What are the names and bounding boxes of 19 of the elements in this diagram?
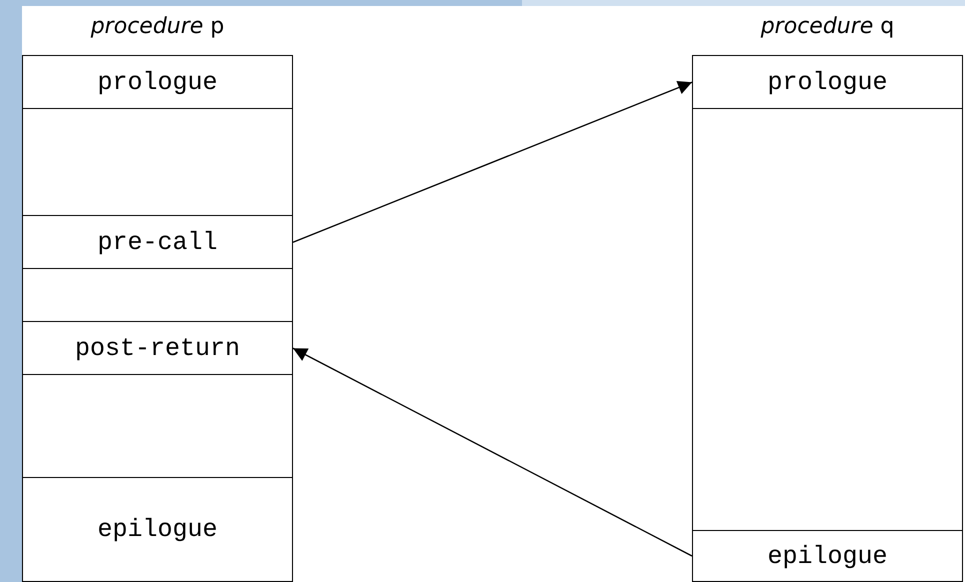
frame-section	[22, 215, 293, 270]
section-label: pre-call	[97, 228, 218, 257]
section-label: prologue	[97, 68, 218, 97]
column-heading: procedure q	[760, 14, 896, 39]
frame-section	[692, 55, 963, 110]
arrow	[292, 348, 692, 557]
frame-section	[22, 55, 293, 110]
empty-section	[22, 374, 293, 478]
section-label: prologue	[767, 68, 888, 97]
frame-section	[692, 530, 963, 582]
frame-section	[22, 477, 293, 582]
arrow	[292, 80, 692, 243]
section-label: post-return	[74, 334, 240, 363]
column-heading: procedure p	[90, 14, 226, 39]
empty-section	[22, 108, 293, 216]
section-label: epilogue	[767, 542, 888, 570]
frame-section	[22, 321, 293, 376]
empty-section	[22, 268, 293, 322]
section-label: epilogue	[97, 515, 218, 544]
